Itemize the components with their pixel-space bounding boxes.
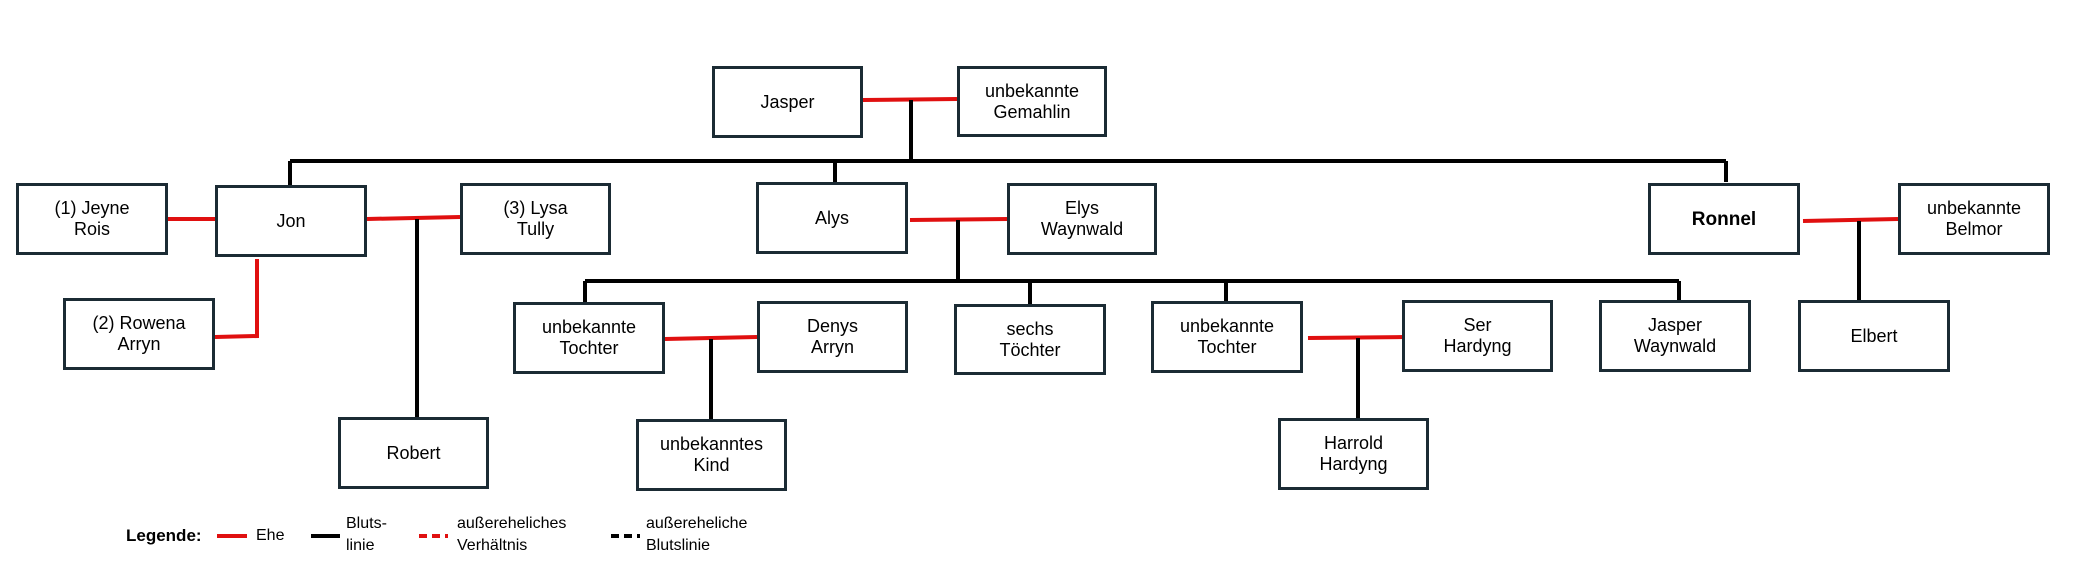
marriage-ronnel-belmor	[1802, 217, 1899, 223]
person-sechs-toechter: sechs Töchter	[954, 304, 1106, 375]
person-jasper: Jasper	[712, 66, 863, 138]
person-unbekannte-gemahlin: unbekannte Gemahlin	[957, 66, 1107, 137]
person-rowena-arryn: (2) Rowena Arryn	[63, 298, 215, 370]
person-alys: Alys	[756, 182, 908, 254]
blood-lines	[288, 100, 1861, 421]
legend-blutslinie-label: Bluts- linie	[346, 515, 387, 554]
person-unbekannte-tochter-2: unbekannte Tochter	[1151, 301, 1303, 373]
marriage-jasper-gemahlin	[862, 97, 958, 102]
person-lysa-tully: (3) Lysa Tully	[460, 183, 611, 255]
person-unbekannte-tochter-1: unbekannte Tochter	[513, 302, 665, 374]
marriage-tochter-denys	[664, 335, 758, 341]
person-jeyne-rois: (1) Jeyne Rois	[16, 183, 168, 255]
person-elys-waynwald: Elys Waynwald	[1007, 183, 1157, 255]
person-jon: Jon	[215, 185, 367, 257]
person-harrold-hardyng: Harrold Hardyng	[1278, 418, 1429, 490]
marriage-tochter-hardyng	[1307, 335, 1406, 340]
person-unbekannte-belmor: unbekannte Belmor	[1898, 183, 2050, 255]
legend-verhaeltnis-label: außereheliches Verhältnis	[457, 515, 567, 554]
marriage-alys-elys	[909, 217, 1009, 222]
person-unbekanntes-kind: unbekanntes Kind	[636, 419, 787, 491]
legend-title: Legende:	[126, 526, 202, 545]
person-ser-hardyng: Ser Hardyng	[1402, 300, 1553, 372]
marriage-jon-rowena	[214, 259, 259, 339]
marriage-jon-lysa	[366, 215, 461, 221]
person-ronnel: Ronnel	[1648, 183, 1800, 255]
legend-ehe-label: Ehe	[256, 527, 285, 544]
person-robert: Robert	[338, 417, 489, 489]
person-elbert: Elbert	[1798, 300, 1950, 372]
legend-ausser-blutslinie-label: außereheliche Blutslinie	[646, 515, 748, 554]
person-denys-arryn: Denys Arryn	[757, 301, 908, 373]
marriage-lines	[168, 97, 1899, 341]
person-jasper-waynwald: Jasper Waynwald	[1599, 300, 1751, 372]
